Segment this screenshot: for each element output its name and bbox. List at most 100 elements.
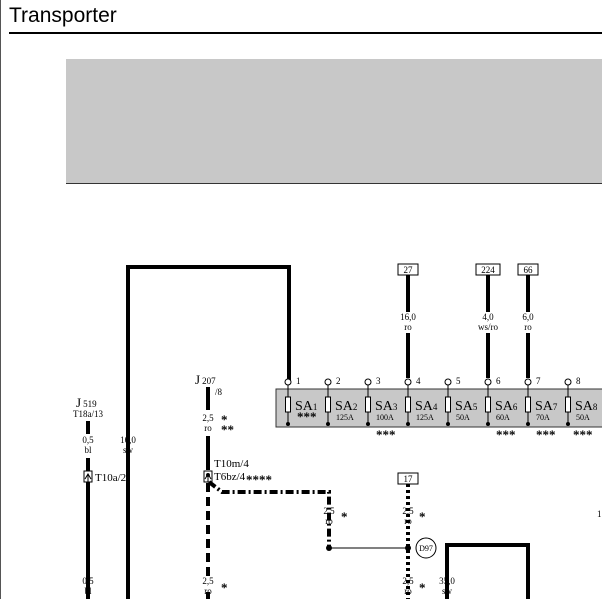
wire-label-color: ro <box>325 516 333 526</box>
ref-66: 66 <box>524 265 534 275</box>
edge-label: 1 <box>597 509 602 519</box>
mark-asterisk: *** <box>573 427 593 442</box>
ref-27: 27 <box>404 265 414 275</box>
ref-box-27 <box>397 263 419 276</box>
fuse-dot <box>326 422 330 426</box>
pin-terminal <box>364 378 372 386</box>
t10m4-label: T10m/4 <box>214 458 249 470</box>
pin-number: 8 <box>576 376 581 386</box>
wire-label-color: ro <box>404 586 412 596</box>
pin-terminal <box>404 378 412 386</box>
pin-terminal <box>484 378 492 386</box>
mark-asterisk: * <box>419 580 426 595</box>
fuse-element <box>285 396 291 413</box>
fuse-element <box>445 396 451 413</box>
pin-number: 6 <box>496 376 501 386</box>
junction-dot <box>326 545 332 551</box>
fuse-dot <box>286 422 290 426</box>
wire-label-color: ro <box>404 516 412 526</box>
fuse-label: SA8 <box>575 399 598 414</box>
mark-asterisk: ** <box>221 422 234 437</box>
fuse-label: SA7 <box>535 399 558 414</box>
wire-label-color: ro <box>204 586 212 596</box>
wire-label-size: 0,5 <box>82 576 94 586</box>
wire-label-size: 6,0 <box>522 312 534 322</box>
mark-asterisk: * <box>419 509 426 524</box>
pin-terminal <box>444 378 452 386</box>
mark-asterisk: *** <box>376 427 396 442</box>
wire-label-size: 4,0 <box>482 312 494 322</box>
fuse-dot <box>446 422 450 426</box>
pin-terminal <box>524 378 532 386</box>
pin-number: 3 <box>376 376 381 386</box>
d97-circle <box>415 537 437 559</box>
fuse-dot <box>526 422 530 426</box>
wire-label-size: 2,5 <box>402 506 414 516</box>
header-banner <box>66 59 602 184</box>
wire-label-color: ws/ro <box>478 322 498 332</box>
ref-224: 224 <box>481 265 495 275</box>
wire-label-color: bl <box>84 445 92 455</box>
wire-label-size: 2,5 <box>202 576 214 586</box>
fuse-rating: 125A <box>336 413 354 422</box>
fuse-label: SA5 <box>455 399 478 414</box>
fuse-rating: 50A <box>456 413 470 422</box>
mark-asterisk: *** <box>496 427 516 442</box>
d97-label: D97 <box>419 544 433 553</box>
fuse-element <box>405 396 411 413</box>
pin-terminal <box>284 378 292 386</box>
wire-label-size: 2,5 <box>202 413 214 423</box>
fuse-element <box>485 396 491 413</box>
pin-number: 7 <box>536 376 541 386</box>
fuse-label: SA4 <box>415 399 438 414</box>
j519-connector: T18a/13 <box>73 409 103 419</box>
wire-sw-main <box>126 265 291 599</box>
fuse-rating: 60A <box>496 413 510 422</box>
ref-box-17 <box>397 472 419 485</box>
ref-box-224 <box>475 263 501 276</box>
wire-label-size: 2,5 <box>323 506 335 516</box>
fuse-element <box>325 396 331 413</box>
fuse-rating: 125A <box>416 413 434 422</box>
fuse-element <box>565 396 571 413</box>
wire-label-size: 35,0 <box>439 576 455 586</box>
fuse-dot <box>366 422 370 426</box>
wire-label-size: 0,5 <box>82 435 94 445</box>
wire-label-color: sw <box>123 445 134 455</box>
wire-label-color: sw <box>442 586 453 596</box>
pin-number: 2 <box>336 376 341 386</box>
wire-label-color: bl <box>84 586 92 596</box>
wire-label-color: ro <box>204 423 212 433</box>
connector-t10a2-arrow <box>84 473 92 482</box>
fuse-dot <box>406 422 410 426</box>
mark-asterisk: * <box>221 580 228 595</box>
fuse-dot <box>486 422 490 426</box>
wire-label-color: ro <box>404 322 412 332</box>
mark-asterisk: * <box>221 412 228 427</box>
wire-dashdot <box>207 480 331 548</box>
mark-asterisk: **** <box>246 472 272 487</box>
fuse-label: SA3 <box>375 399 398 414</box>
fuse-label: SA1 <box>295 399 317 414</box>
pin-number: 1 <box>296 376 301 386</box>
mark-asterisk: *** <box>536 427 556 442</box>
fuse-rating: 70A <box>536 413 550 422</box>
fuse-label: SA6 <box>495 399 518 414</box>
fuse-group: 1SA12SA2125A3SA3100A4SA4125A5SA550A6SA66… <box>284 376 598 426</box>
wire-label-size: 16,0 <box>400 312 416 322</box>
junction-dot <box>405 545 411 551</box>
mark-asterisk: *** <box>297 409 317 424</box>
junction-dot <box>206 473 210 477</box>
t6bz4-label: T6bz/4 <box>214 471 246 483</box>
wire-label-color: ro <box>524 322 532 332</box>
j207-pin: /8 <box>215 387 223 397</box>
wire-label-size: 16,0 <box>120 435 136 445</box>
mark-asterisk: * <box>341 509 348 524</box>
wire-35 <box>445 543 530 599</box>
fuse-rating: 50A <box>576 413 590 422</box>
pin-terminal <box>564 378 572 386</box>
